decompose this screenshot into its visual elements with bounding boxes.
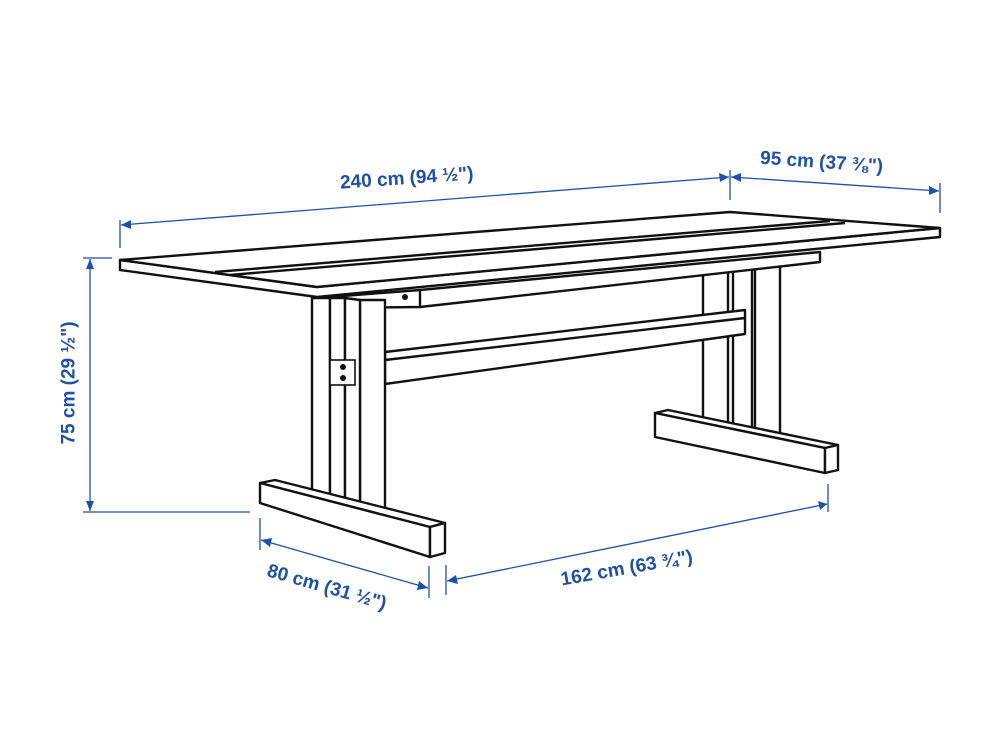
table-top [118, 210, 942, 310]
dimension-lines [83, 170, 941, 598]
height-label: 75 cm (29 ½") [58, 321, 80, 445]
left-leg [258, 294, 447, 559]
stretcher [383, 308, 747, 386]
right-leg [653, 260, 840, 475]
